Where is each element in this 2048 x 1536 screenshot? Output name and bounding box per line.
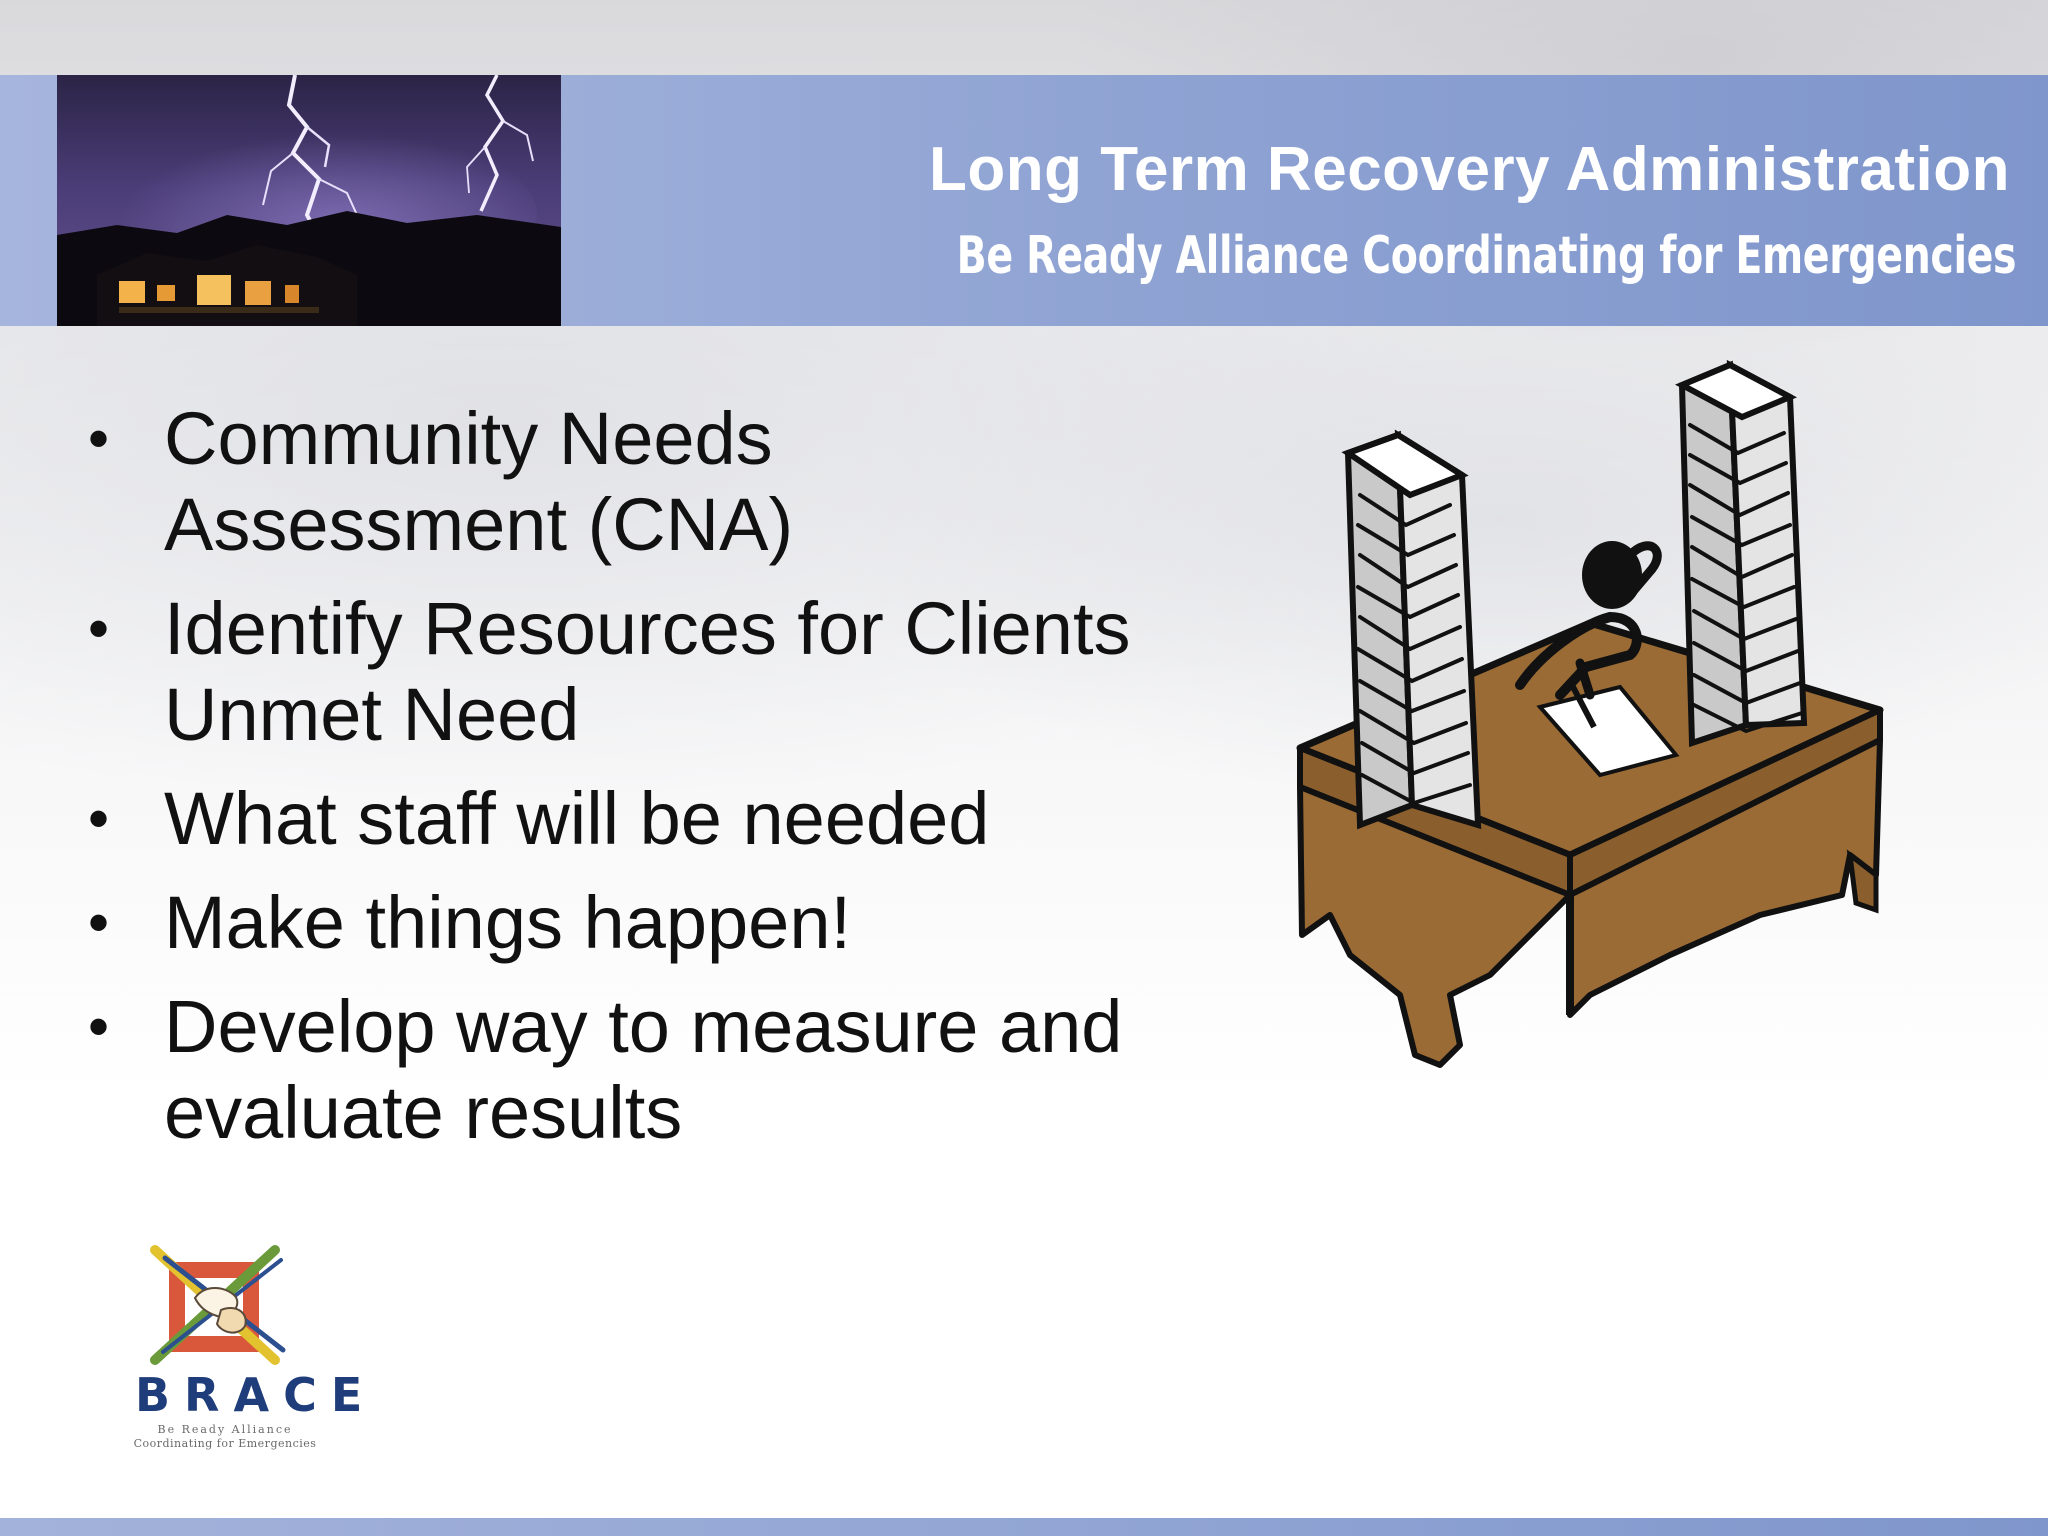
bullet-item: • Make things happen! bbox=[80, 880, 1240, 966]
bullet-text: Community Needs bbox=[164, 397, 773, 480]
bullet-text-continued: Assessment (CNA) bbox=[164, 483, 794, 566]
brace-hands-logo bbox=[150, 1245, 286, 1365]
bullet-marker: • bbox=[88, 595, 110, 662]
slide-subtitle: Be Ready Alliance Coordinating for Emerg… bbox=[956, 226, 2016, 286]
bullet-text: Identify Resources for Clients bbox=[164, 587, 1131, 670]
bullet-marker: • bbox=[88, 785, 110, 852]
bullet-item: • Identify Resources for Clients Unmet N… bbox=[80, 586, 1240, 758]
bullet-marker: • bbox=[88, 405, 110, 472]
bullet-text: Make things happen! bbox=[164, 881, 852, 964]
bullet-marker: • bbox=[88, 993, 110, 1060]
slide-title: Long Term Recovery Administration bbox=[928, 135, 2010, 204]
bullet-text: Develop way to measure and bbox=[164, 985, 1123, 1068]
bullet-item: • What staff will be needed bbox=[80, 776, 1240, 862]
bullet-text: What staff will be needed bbox=[164, 777, 990, 860]
bullet-text-continued: evaluate results bbox=[164, 1071, 683, 1154]
brace-logo: BRACE Be Ready Alliance Coordinating for… bbox=[125, 1240, 377, 1460]
footer-bar bbox=[0, 1518, 2048, 1536]
logo-tagline: Be Ready Alliance bbox=[157, 1423, 293, 1436]
bullet-list: • Community Needs Assessment (CNA) • Ide… bbox=[80, 396, 1240, 1174]
left-paper-stack bbox=[1341, 429, 1482, 830]
logo-name: BRACE bbox=[135, 1368, 377, 1422]
logo-tagline: Coordinating for Emergencies bbox=[133, 1437, 317, 1450]
bullet-text-continued: Unmet Need bbox=[164, 673, 580, 756]
bullet-item: • Develop way to measure and evaluate re… bbox=[80, 984, 1240, 1156]
right-paper-stack bbox=[1675, 359, 1808, 748]
lightning-storm-photo bbox=[57, 75, 561, 326]
bullet-item: • Community Needs Assessment (CNA) bbox=[80, 396, 1240, 568]
paper-stacks-desk-illustration bbox=[1296, 359, 1884, 1068]
bullet-marker: • bbox=[88, 889, 110, 956]
